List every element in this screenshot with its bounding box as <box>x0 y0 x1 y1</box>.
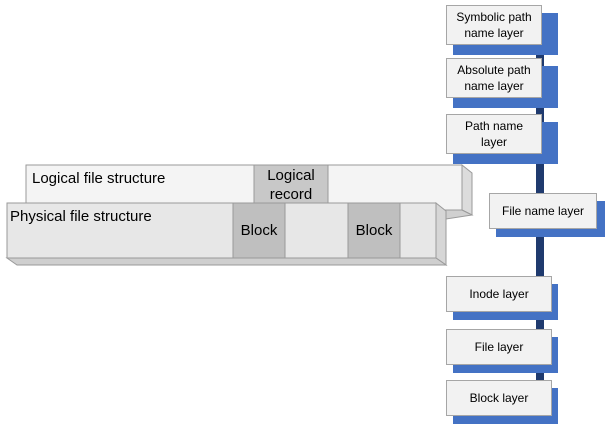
path-name-layer-box: Path name layer <box>446 114 542 154</box>
physical-block-1-label: Block <box>240 222 278 239</box>
block-layer: Block layer <box>446 380 558 424</box>
file-layer-box: File layer <box>446 329 552 365</box>
file-name-layer-box: File name layer <box>489 193 597 229</box>
physical-block-1-cell <box>232 202 286 259</box>
symbolic-path-name-layer-box: Symbolic path name layer <box>446 5 542 45</box>
logical-slab-side <box>461 163 473 216</box>
symbolic-path-name-layer: Symbolic path name layer <box>446 5 558 55</box>
absolute-path-name-layer-box: Absolute path name layer <box>446 58 542 98</box>
block-layer-box: Block layer <box>446 380 552 416</box>
inode-layer: Inode layer <box>446 276 558 320</box>
physical-slab-bottom <box>5 257 448 266</box>
absolute-path-name-layer: Absolute path name layer <box>446 58 558 108</box>
physical-block-2-cell <box>347 202 401 259</box>
physical-block-2-label: Block <box>355 222 393 239</box>
physical-slab-side <box>435 201 447 266</box>
logical-record-label: Logical record <box>267 167 315 203</box>
path-name-layer: Path name layer <box>446 114 558 164</box>
inode-layer-box: Inode layer <box>446 276 552 312</box>
file-name-layer: File name layer <box>489 193 605 237</box>
file-layer: File layer <box>446 329 558 373</box>
physical-file-structure-label: Physical file structure <box>10 208 152 225</box>
logical-file-structure-label: Logical file structure <box>32 170 166 187</box>
